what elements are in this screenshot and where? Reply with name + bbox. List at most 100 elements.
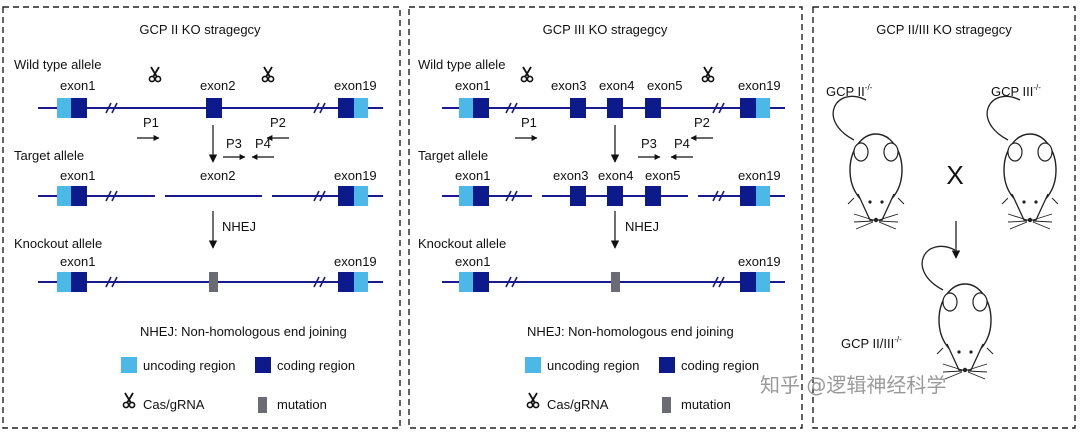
legend-mutation-swatch [258, 397, 267, 413]
exon1-label: exon1 [60, 168, 95, 183]
scissors-icon [261, 66, 275, 83]
exon19-uncoding-region [756, 186, 770, 206]
exon19-coding-region [740, 186, 756, 206]
mutation-mark [209, 272, 218, 292]
exon4-label: exon4 [598, 168, 633, 183]
knockout-allele-label: Knockout allele [418, 236, 506, 251]
exon19-uncoding-region [354, 272, 368, 292]
primer-p3-label: P3 [641, 136, 657, 151]
legend-coding-swatch [659, 357, 675, 373]
panel-frame-gcp3 [408, 6, 803, 429]
mouse-icon [832, 95, 905, 230]
legend-mutation-swatch [662, 397, 671, 413]
exon1-label: exon1 [455, 78, 490, 93]
exon3-label: exon3 [551, 78, 586, 93]
exon5-coding-region [645, 186, 661, 206]
wild-type-label: Wild type allele [14, 57, 101, 72]
watermark: 知乎 @逻辑神经科学 [760, 373, 946, 397]
exon1-uncoding-region [459, 272, 473, 292]
primer-p1-label: P1 [143, 115, 159, 130]
nhej-label: NHEJ [625, 219, 659, 234]
exon4-coding-region [607, 98, 623, 118]
exon19-coding-region [338, 272, 354, 292]
nhej-label: NHEJ [222, 219, 256, 234]
exon1-coding-region [71, 98, 87, 118]
legend-uncoding-swatch [525, 357, 541, 373]
exon5-label: exon5 [647, 78, 682, 93]
target-allele-label: Target allele [418, 148, 488, 163]
panel-title-gcp23: GCP II/III KO stragegcy [876, 22, 1012, 37]
nhej-definition: NHEJ: Non-homologous end joining [527, 324, 734, 339]
legend-uncoding-label: uncoding region [547, 358, 640, 373]
mouse-right-label: GCP III-/- [991, 83, 1041, 99]
exon19-uncoding-region [354, 98, 368, 118]
exon1-uncoding-region [459, 98, 473, 118]
exon1-label: exon1 [455, 168, 490, 183]
exon1-uncoding-region [57, 272, 71, 292]
panel-title-gcp3: GCP III KO stragegcy [543, 22, 668, 37]
scissors-icon [701, 66, 715, 83]
exon19-label: exon19 [738, 78, 781, 93]
mouse-icon [921, 245, 994, 380]
exon1-coding-region [71, 272, 87, 292]
exon1-label: exon1 [60, 78, 95, 93]
primer-p3-label: P3 [226, 136, 242, 151]
exon1-uncoding-region [459, 186, 473, 206]
exon1-label: exon1 [60, 254, 95, 269]
legend-uncoding-label: uncoding region [143, 358, 236, 373]
exon1-uncoding-region [57, 98, 71, 118]
exon19-coding-region [338, 186, 354, 206]
exon2-coding-region [206, 98, 222, 118]
legend-cas-label: Cas/gRNA [547, 397, 609, 412]
primer-p1-label: P1 [521, 115, 537, 130]
exon1-coding-region [473, 272, 489, 292]
exon19-uncoding-region [756, 272, 770, 292]
panel-frame-gcp2 [2, 6, 401, 429]
legend-uncoding-swatch [121, 357, 137, 373]
exon19-coding-region [740, 272, 756, 292]
exon19-label: exon19 [334, 254, 377, 269]
exon19-uncoding-region [354, 186, 368, 206]
primer-p4-label: P4 [255, 136, 271, 151]
legend-coding-label: coding region [681, 358, 759, 373]
mouse-left-label: GCP II-/- [826, 83, 873, 99]
legend-mutation-label: mutation [681, 397, 731, 412]
exon3-coding-region [570, 98, 586, 118]
nhej-definition: NHEJ: Non-homologous end joining [140, 324, 347, 339]
legend-coding-label: coding region [277, 358, 355, 373]
exon4-label: exon4 [599, 78, 634, 93]
target-allele-label: Target allele [14, 148, 84, 163]
legend-mutation-label: mutation [277, 397, 327, 412]
primer-p2-label: P2 [694, 115, 710, 130]
exon19-label: exon19 [738, 168, 781, 183]
exon19-label: exon19 [334, 78, 377, 93]
primer-p2-label: P2 [270, 115, 286, 130]
exon19-label: exon19 [334, 168, 377, 183]
legend-coding-swatch [255, 357, 271, 373]
wild-type-label: Wild type allele [418, 57, 505, 72]
exon19-label: exon19 [738, 254, 781, 269]
exon1-uncoding-region [57, 186, 71, 206]
cross-symbol: X [946, 160, 963, 190]
exon4-coding-region [607, 186, 623, 206]
exon1-label: exon1 [455, 254, 490, 269]
scissors-icon [122, 392, 136, 409]
exon19-coding-region [740, 98, 756, 118]
offspring-label: GCP II/III-/- [841, 335, 902, 351]
exon3-coding-region [570, 186, 586, 206]
exon5-coding-region [645, 98, 661, 118]
scissors-icon [526, 392, 540, 409]
panel-frame-gcp23 [812, 6, 1076, 429]
scissors-icon [148, 66, 162, 83]
mutation-mark [611, 272, 620, 292]
exon1-coding-region [71, 186, 87, 206]
exon1-coding-region [473, 98, 489, 118]
mouse-icon [986, 95, 1059, 230]
knockout-allele-label: Knockout allele [14, 236, 102, 251]
exon2-label: exon2 [200, 168, 235, 183]
exon2-label: exon2 [200, 78, 235, 93]
primer-p4-label: P4 [674, 136, 690, 151]
exon5-label: exon5 [645, 168, 680, 183]
legend-cas-label: Cas/gRNA [143, 397, 205, 412]
